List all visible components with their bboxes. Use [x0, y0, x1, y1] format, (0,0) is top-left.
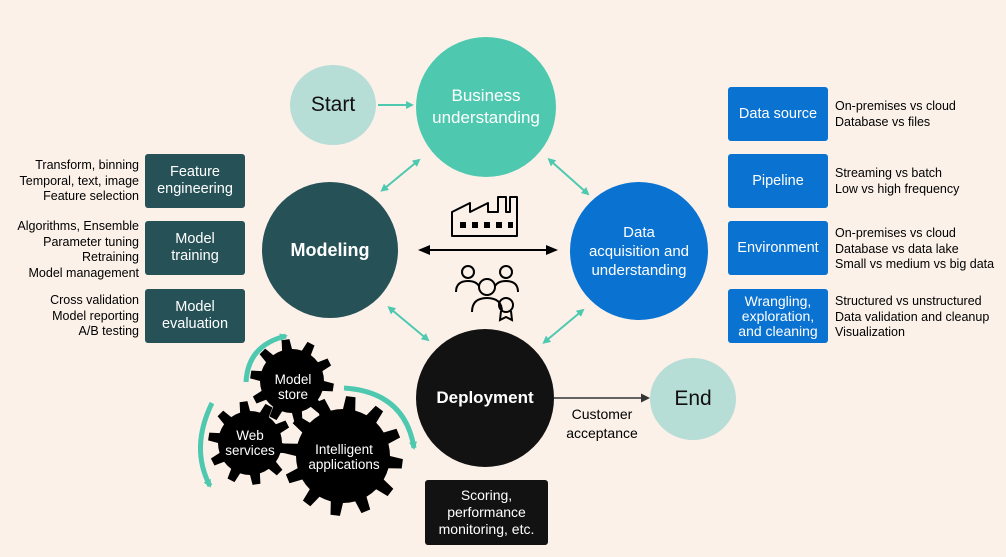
data-label-line1: Data: [623, 223, 655, 241]
data-deployment-arrow: [542, 308, 585, 344]
modeling-label: Modeling: [290, 239, 370, 260]
wrangling-notes: Structured vs unstructured Data validati…: [835, 294, 990, 339]
model-training-box: Model training: [145, 221, 245, 275]
modeling-deployment-arrow: [387, 306, 430, 342]
data-source-box: Data source: [728, 87, 828, 141]
factory-icon: [451, 196, 518, 237]
model-store-label: Model store: [274, 372, 312, 402]
wrangling-box: Wrangling, exploration, and cleaning: [728, 289, 828, 343]
end-stage: End: [650, 358, 736, 440]
data-label-line2: acquisition and: [588, 242, 690, 260]
end-label: End: [674, 387, 712, 410]
intelligent-applications-gear-icon: [283, 396, 403, 516]
model-evaluation-notes: Cross validation Model reporting A/B tes…: [50, 293, 139, 338]
business-label-line1: Business: [451, 86, 521, 105]
feature-engineering-box: Feature engineering: [145, 154, 245, 208]
business-understanding-stage: Business understanding: [416, 37, 556, 177]
customer-acceptance-label: Customer acceptance: [566, 406, 638, 441]
environment-notes: On-premises vs cloud Database vs data la…: [835, 226, 995, 271]
model-store-gear-icon: [250, 339, 334, 423]
web-services-gear-icon: [208, 401, 292, 485]
gear-cycle-arrow-top: [243, 333, 288, 383]
modeling-stage: Modeling: [262, 182, 398, 318]
gear-cycle-arrow-left: [198, 401, 215, 488]
business-data-arrow: [547, 158, 590, 196]
business-modeling-arrow: [380, 158, 421, 192]
pipeline-notes: Streaming vs batch Low vs high frequency: [835, 166, 960, 196]
pipeline-box: Pipeline: [728, 154, 828, 208]
model-evaluation-box: Model evaluation: [145, 289, 245, 343]
start-label: Start: [310, 93, 356, 116]
model-training-notes: Algorithms, Ensemble Parameter tuning Re…: [17, 219, 139, 280]
deployment-label: Deployment: [436, 388, 534, 407]
environment-box: Environment: [728, 221, 828, 275]
web-services-label: Web services: [225, 428, 275, 458]
gear-cycle-arrow-right: [343, 385, 417, 450]
deployment-stage: Deployment: [416, 329, 554, 467]
data-source-notes: On-premises vs cloud Database vs files: [835, 99, 956, 129]
intelligent-applications-label: Intelligent applications: [308, 442, 380, 472]
data-label-line3: understanding: [591, 261, 687, 279]
data-acquisition-stage: Data acquisition and understanding: [570, 182, 708, 320]
business-label-line2: understanding: [432, 108, 540, 127]
people-group-icon: [455, 265, 519, 322]
scoring-box: Scoring, performance monitoring, etc.: [425, 480, 548, 545]
start-stage: Start: [290, 65, 376, 145]
feature-engineering-notes: Transform, binning Temporal, text, image…: [19, 158, 140, 203]
